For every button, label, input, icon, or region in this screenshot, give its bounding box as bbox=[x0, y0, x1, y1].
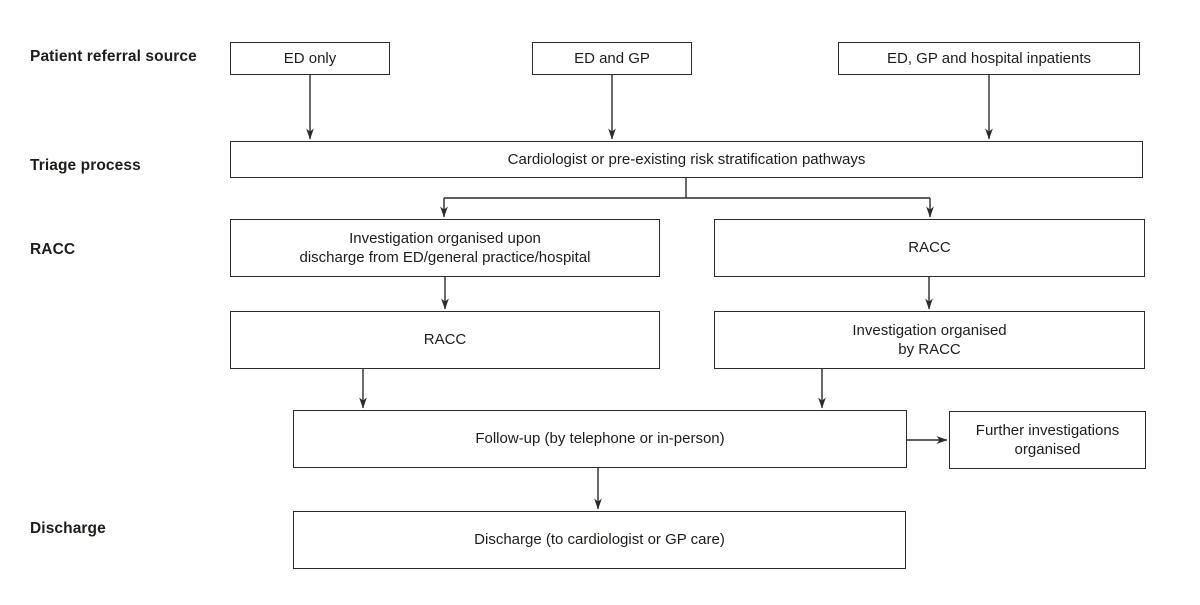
node-triage-pathways: Cardiologist or pre-existing risk strati… bbox=[230, 141, 1143, 178]
row-label-patient-referral-source: Patient referral source bbox=[30, 48, 197, 65]
node-investigation-by-racc: Investigation organised by RACC bbox=[714, 311, 1145, 369]
row-label-triage-process: Triage process bbox=[30, 157, 141, 174]
node-discharge: Discharge (to cardiologist or GP care) bbox=[293, 511, 906, 569]
row-label-discharge: Discharge bbox=[30, 520, 106, 537]
node-ed-gp-hospital-inpatients: ED, GP and hospital inpatients bbox=[838, 42, 1140, 75]
node-investigation-on-discharge: Investigation organised upon discharge f… bbox=[230, 219, 660, 277]
node-ed-only: ED only bbox=[230, 42, 390, 75]
node-follow-up: Follow-up (by telephone or in-person) bbox=[293, 410, 907, 468]
node-racc-after-investigation: RACC bbox=[230, 311, 660, 369]
node-further-investigations: Further investigations organised bbox=[949, 411, 1146, 469]
node-racc-direct: RACC bbox=[714, 219, 1145, 277]
node-ed-and-gp: ED and GP bbox=[532, 42, 692, 75]
row-label-racc: RACC bbox=[30, 241, 76, 258]
